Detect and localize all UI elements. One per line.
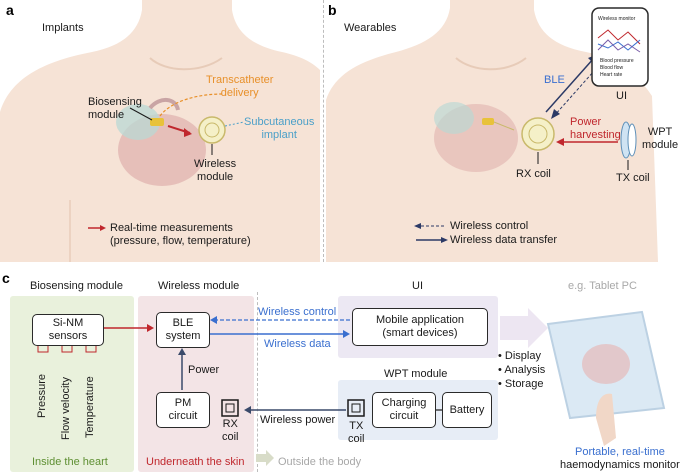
panel-b-letter: b: [328, 2, 337, 18]
panel-a: a Implants Biosensing module Transcathet…: [0, 0, 320, 262]
wireless-control-label: Wireless control: [258, 306, 337, 318]
panel-b: b Wearables Wireless monitor Blood press…: [326, 0, 685, 262]
wpt-module-label: WPT module: [642, 126, 679, 151]
analysis-text: Analysis: [504, 364, 546, 376]
si-nm-sensors-box: Si-NM sensors: [32, 314, 104, 346]
wireless-module-coil: [198, 116, 226, 144]
tx-coil-icon: [347, 399, 365, 417]
pm-circuit-box: PM circuit: [156, 392, 210, 428]
torso-illustration-b: [326, 0, 658, 262]
outside-body-label: Outside the body: [278, 456, 362, 468]
wpt-module-header: WPT module: [384, 368, 448, 380]
tx-coil-label: TX coil: [616, 172, 650, 184]
realtime-legend: Real-time measurements (pressure, flow, …: [110, 222, 251, 247]
sensor-label-flow: Flow velocity: [60, 377, 72, 440]
sensor-label-pressure: Pressure: [36, 373, 48, 418]
outside-divider: [257, 292, 258, 472]
rx-coil-icon: [221, 399, 239, 417]
wireless-data-label: Wireless data: [264, 338, 331, 350]
biosensing-module-label: Biosensing module: [88, 96, 142, 121]
ble-label: BLE: [544, 74, 565, 86]
wireless-module-header: Wireless module: [158, 280, 240, 292]
rx-coil-icon: [521, 117, 555, 151]
panel-c-letter: c: [2, 270, 10, 286]
panel-c-connectors: [37, 308, 666, 466]
to-tablet-arrow: [500, 308, 548, 348]
portable-line-1: Portable, real-time: [574, 446, 665, 458]
torso-illustration: [0, 0, 320, 262]
panel-b-title: Wearables: [344, 22, 397, 34]
biosensor-chip: [150, 118, 164, 126]
charging-circuit-box: Charging circuit: [372, 392, 436, 428]
tablet-icon: [546, 310, 666, 446]
sensor-label-temperature: Temperature: [84, 376, 96, 438]
ui-header: UI: [412, 280, 423, 292]
portable-monitor-label: Portable, real-time haemodynamics monito…: [560, 446, 680, 472]
phone-title: Wireless monitor: [598, 16, 636, 22]
power-harvesting-label: Power harvesting: [570, 116, 621, 141]
panel-c: c Biosensing module Wireless module UI e…: [0, 268, 685, 476]
wireless-module-label: Wireless module: [194, 158, 237, 183]
phone-legend-0: Blood pressure: [600, 58, 634, 64]
phone-legend-2: Heart rate: [600, 72, 623, 78]
ble-system-box: BLE system: [156, 312, 210, 348]
rx-coil-label-c: RX coil: [222, 418, 239, 443]
inside-heart-label: Inside the heart: [32, 456, 108, 468]
panel-a-title: Implants: [42, 22, 84, 34]
under-skin-label: Underneath the skin: [146, 456, 245, 468]
tx-coil-label-c: TX coil: [348, 420, 365, 445]
phone-legend-1: Blood flow: [600, 65, 624, 71]
legend-wireless-data: Wireless data transfer: [450, 234, 557, 246]
ui-label: UI: [616, 90, 627, 102]
display-text: Display: [504, 350, 541, 362]
mobile-app-box: Mobile application (smart devices): [352, 308, 488, 346]
legend-wireless-control: Wireless control: [450, 220, 529, 232]
portable-line-2: haemodynamics monitor: [560, 459, 680, 471]
biosensing-module-header: Biosensing module: [30, 280, 123, 292]
wpt-coil-icon: [620, 121, 637, 159]
phone-icon: [591, 7, 649, 87]
storage-text: Storage: [504, 378, 544, 390]
display-item-1: • Analysis: [498, 364, 546, 376]
panel-a-letter: a: [6, 2, 14, 18]
subcutaneous-label: Subcutaneous implant: [244, 116, 315, 141]
wireless-power-label: Wireless power: [260, 414, 336, 426]
display-item-2: • Storage: [498, 378, 544, 390]
display-item-0: • Display: [498, 350, 541, 362]
transcatheter-label: Transcatheter delivery: [206, 74, 274, 99]
panel-divider: [323, 0, 324, 262]
tablet-header: e.g. Tablet PC: [568, 280, 637, 292]
rx-coil-label: RX coil: [516, 168, 551, 180]
battery-box: Battery: [442, 392, 492, 428]
power-label: Power: [188, 364, 220, 376]
